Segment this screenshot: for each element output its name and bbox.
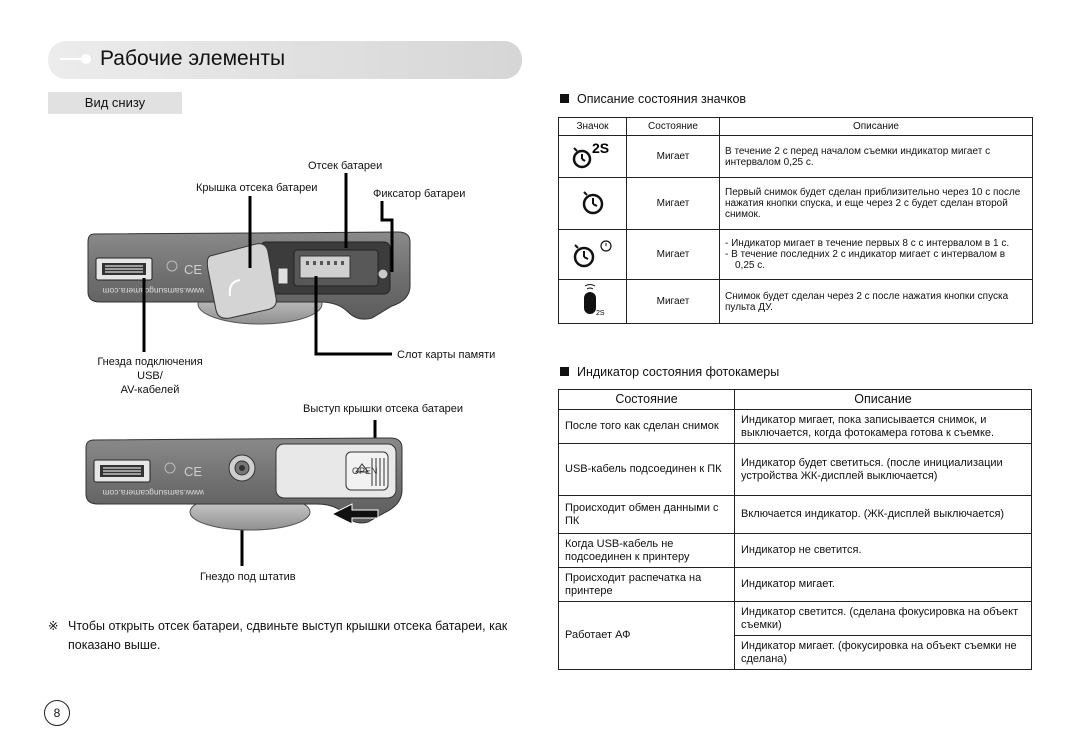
camera-bottom-open-illustration: CE www.samsungcamera.com [87, 231, 411, 325]
table-row: После того как сделан снимок Индикатор м… [558, 409, 1032, 444]
table-row: Индикатор мигает. (фокусировка на объект… [559, 635, 1032, 670]
description-cell: Первый снимок будет сделан приблизительн… [719, 177, 1033, 230]
icon-cell: 2S [558, 279, 627, 324]
column-header: Описание [734, 389, 1032, 410]
website-text: www.samsungcamera.com [102, 286, 205, 296]
description-cell: Индикатор будет светиться. (после инициа… [734, 443, 1032, 496]
state-cell: Работает АФ [558, 601, 735, 670]
header-bullet-icon [60, 54, 91, 64]
label-memory-slot: Слот карты памяти [397, 349, 496, 361]
slide-left-arrow-icon [330, 503, 379, 525]
state-cell: Мигает [626, 177, 720, 230]
table-row: Происходит распечатка на принтере Индика… [558, 567, 1032, 602]
table-header-row: Состояние Описание [558, 389, 1032, 410]
double-timer-icon [573, 240, 612, 268]
state-cell: Когда USB-кабель не подсоединен к принте… [558, 533, 735, 568]
column-header: Состояние [558, 389, 735, 410]
label-battery-compartment: Отсек батареи [308, 160, 383, 172]
website-text: www.samsungcamera.com [102, 488, 205, 498]
description-cell: Индикатор мигает. (фокусировка на объект… [734, 635, 1032, 670]
state-cell: USB-кабель подсоединен к ПК [558, 443, 735, 496]
icon-table-title: Описание состояния значков [560, 92, 746, 106]
description-line: Индикатор мигает в течение первых 8 с с … [731, 238, 1010, 249]
icon-cell [558, 229, 627, 280]
table-row: Работает АФ Индикатор светится. (сделана… [558, 601, 1032, 670]
description-cell: - Индикатор мигает в течение первых 8 с … [719, 229, 1033, 280]
icon-label: 2S [596, 310, 605, 317]
table-row: Мигает Первый снимок будет сделан прибли… [558, 177, 1033, 230]
table-row: Происходит обмен данными с ПК Включается… [558, 495, 1032, 534]
table-row: Когда USB-кабель не подсоединен к принте… [558, 533, 1032, 568]
table-row: 2S Мигает В течение 2 с перед началом съ… [558, 135, 1033, 178]
icon-cell [558, 177, 627, 230]
column-header: Значок [558, 117, 627, 136]
state-cell: Мигает [626, 279, 720, 324]
table-header-row: Значок Состояние Описание [558, 117, 1033, 136]
svg-text:CE: CE [184, 262, 202, 277]
note-mark: ※ [48, 619, 59, 633]
section-header-band [48, 41, 522, 79]
table-row: 2S Мигает Снимок будет сделан через 2 с … [558, 279, 1033, 324]
description-cell: В течение 2 с перед началом съемки индик… [719, 135, 1033, 178]
description-cell: Включается индикатор. (ЖК-дисплей выключ… [734, 495, 1032, 534]
label-battery-cover-tab: Выступ крышки отсека батареи [303, 403, 464, 415]
bullet-square-icon [560, 367, 569, 376]
column-header: Описание [719, 117, 1033, 136]
camera-bottom-closed-illustration: CE www.samsungcamera.com OPEN [85, 437, 403, 531]
svg-text:OPEN: OPEN [352, 466, 378, 476]
column-header: Состояние [626, 117, 720, 136]
page-number: 8 [44, 700, 70, 726]
state-cell: Мигает [626, 135, 720, 178]
label-tripod-socket: Гнездо под штатив [200, 571, 296, 583]
label-usb-av-port: Гнезда подключения USB/ AV-кабелей [97, 356, 203, 396]
label-battery-latch: Фиксатор батареи [373, 188, 466, 200]
table-row: USB-кабель подсоединен к ПК Индикатор бу… [558, 443, 1032, 496]
status-table-title: Индикатор состояния фотокамеры [560, 365, 779, 379]
state-cell: Происходит обмен данными с ПК [558, 495, 735, 534]
state-cell: Мигает [626, 229, 720, 280]
remote-control-icon: 2S [583, 284, 605, 317]
camera-status-table: Состояние Описание После того как сделан… [558, 389, 1032, 670]
timer-2s-icon: 2S [572, 140, 609, 169]
table-row: Мигает - Индикатор мигает в течение перв… [558, 229, 1033, 280]
svg-text:CE: CE [184, 464, 202, 479]
description-cell: Индикатор мигает, пока записывается сним… [734, 409, 1032, 444]
description-line: В течение последних 2 с индикатор мигает… [731, 249, 1006, 271]
description-cell: Индикатор не светится. [734, 533, 1032, 568]
state-cell: Происходит распечатка на принтере [558, 567, 735, 602]
timer-10s-icon [582, 191, 603, 215]
description-cell: Индикатор мигает. [734, 567, 1032, 602]
icon-status-table: Значок Состояние Описание 2S Мигает В те… [558, 117, 1033, 324]
label-battery-cover: Крышка отсека батареи [196, 182, 318, 194]
page-title: Рабочие элементы [100, 47, 286, 70]
description-cell: Индикатор светится. (сделана фокусировка… [734, 601, 1032, 636]
bullet-square-icon [560, 94, 569, 103]
description-cell: Снимок будет сделан через 2 с после нажа… [719, 279, 1033, 324]
note-text: Чтобы открыть отсек батареи, сдвиньте вы… [68, 619, 508, 652]
icon-cell: 2S [558, 135, 627, 178]
view-tab-bottom: Вид снизу [48, 92, 182, 114]
state-cell: После того как сделан снимок [558, 409, 735, 444]
icon-label: 2S [592, 140, 609, 156]
